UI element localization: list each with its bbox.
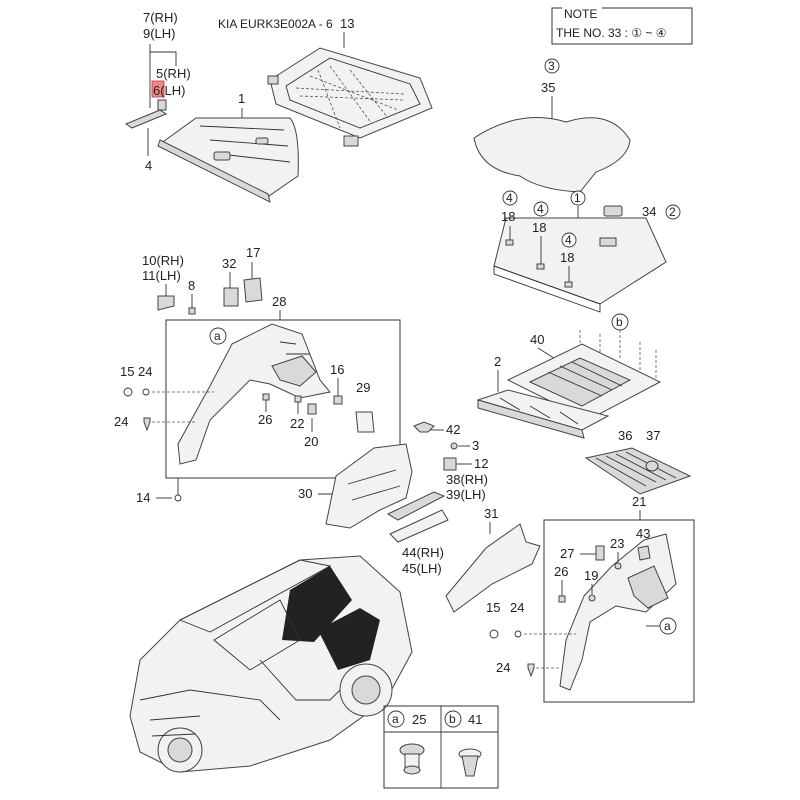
label-30: 30 bbox=[298, 486, 312, 501]
right-trim-box bbox=[543, 519, 695, 703]
handle-34 bbox=[603, 205, 623, 217]
label-23: 23 bbox=[610, 536, 624, 551]
label-31: 31 bbox=[484, 506, 498, 521]
circle-4c: 4 bbox=[565, 233, 572, 247]
label-45: 45(LH) bbox=[402, 561, 442, 576]
circle-a-right: a bbox=[664, 619, 671, 633]
luggage-net bbox=[267, 47, 433, 147]
label-9: 9(LH) bbox=[143, 26, 176, 41]
circle-3-top: 3 bbox=[548, 59, 555, 73]
label-19: 19 bbox=[584, 568, 598, 583]
label-20: 20 bbox=[304, 434, 318, 449]
bracket-5-6 bbox=[124, 99, 168, 129]
label-21: 21 bbox=[632, 494, 646, 509]
floor-support bbox=[476, 389, 610, 439]
label-24-right: 24 bbox=[510, 600, 524, 615]
garnish-38-39 bbox=[386, 491, 449, 543]
left-trim-box bbox=[165, 319, 401, 479]
label-34: 34 bbox=[642, 204, 656, 219]
label-18b: 18 bbox=[532, 220, 546, 235]
label-27: 27 bbox=[560, 546, 574, 561]
circle-2: 2 bbox=[669, 205, 676, 219]
note-title: NOTE bbox=[564, 7, 597, 21]
label-26-right: 26 bbox=[554, 564, 568, 579]
label-28: 28 bbox=[272, 294, 286, 309]
note-text: THE NO. 33 : ① ~ ④ bbox=[556, 26, 667, 40]
pillar-trim-31 bbox=[445, 523, 541, 613]
legend-label-25: 25 bbox=[412, 712, 426, 727]
circle-4a: 4 bbox=[506, 191, 513, 205]
label-24-left2: 24 bbox=[114, 414, 128, 429]
legend-label-41: 41 bbox=[468, 712, 482, 727]
label-36: 36 bbox=[618, 428, 632, 443]
label-6: 6(LH) bbox=[153, 83, 186, 98]
label-14: 14 bbox=[136, 490, 150, 505]
trim-30 bbox=[325, 443, 413, 529]
label-16: 16 bbox=[330, 362, 344, 377]
label-4: 4 bbox=[145, 158, 152, 173]
right-quarter-trim bbox=[559, 533, 677, 691]
label-12: 12 bbox=[474, 456, 488, 471]
label-13: 13 bbox=[340, 16, 354, 31]
legend-circle-a: a bbox=[392, 712, 399, 726]
label-26-left: 26 bbox=[258, 412, 272, 427]
cargo-cover bbox=[157, 117, 299, 203]
label-15-right: 15 bbox=[486, 600, 500, 615]
label-38: 38(RH) bbox=[446, 472, 488, 487]
label-29: 29 bbox=[356, 380, 370, 395]
label-24-right2: 24 bbox=[496, 660, 510, 675]
luggage-tray bbox=[506, 343, 662, 421]
label-40: 40 bbox=[530, 332, 544, 347]
label-3: 3 bbox=[472, 438, 479, 453]
circle-a-left: a bbox=[214, 329, 221, 343]
label-32: 32 bbox=[222, 256, 236, 271]
label-1-top: 1 bbox=[238, 91, 245, 106]
label-11: 11(LH) bbox=[142, 268, 181, 283]
label-18c: 18 bbox=[560, 250, 574, 265]
note-box: NOTE THE NO. 33 : ① ~ ④ bbox=[551, 4, 693, 45]
left-quarter-trim bbox=[177, 323, 331, 465]
label-15-left: 15 bbox=[120, 364, 134, 379]
label-7: 7(RH) bbox=[143, 10, 178, 25]
label-5: 5(RH) bbox=[156, 66, 191, 81]
label-18a: 18 bbox=[501, 209, 515, 224]
legend-box: a 25 b 41 bbox=[383, 705, 499, 789]
scuff-plate-36 bbox=[584, 447, 692, 495]
label-37: 37 bbox=[646, 428, 660, 443]
floor-board bbox=[493, 217, 667, 313]
vehicle-illustration bbox=[129, 555, 413, 773]
luggage-mat bbox=[473, 117, 631, 193]
label-35: 35 bbox=[541, 80, 555, 95]
circle-b-top: b bbox=[616, 315, 623, 329]
label-42: 42 bbox=[446, 422, 460, 437]
clip-25 bbox=[399, 743, 425, 775]
clip-41 bbox=[458, 748, 482, 777]
label-22: 22 bbox=[290, 416, 304, 431]
legend-circle-b: b bbox=[449, 712, 456, 726]
label-2: 2 bbox=[494, 354, 501, 369]
label-8: 8 bbox=[188, 278, 195, 293]
label-43: 43 bbox=[636, 526, 650, 541]
label-10: 10(RH) bbox=[142, 253, 184, 268]
diagram-title: KIA EURK3E002A - 6 bbox=[218, 17, 333, 31]
highlight-6 bbox=[151, 80, 165, 98]
label-39: 39(LH) bbox=[446, 487, 486, 502]
label-17: 17 bbox=[246, 245, 260, 260]
label-24-left: 24 bbox=[138, 364, 152, 379]
circle-4b: 4 bbox=[537, 202, 544, 216]
circle-1: 1 bbox=[574, 191, 581, 205]
label-44: 44(RH) bbox=[402, 545, 444, 560]
